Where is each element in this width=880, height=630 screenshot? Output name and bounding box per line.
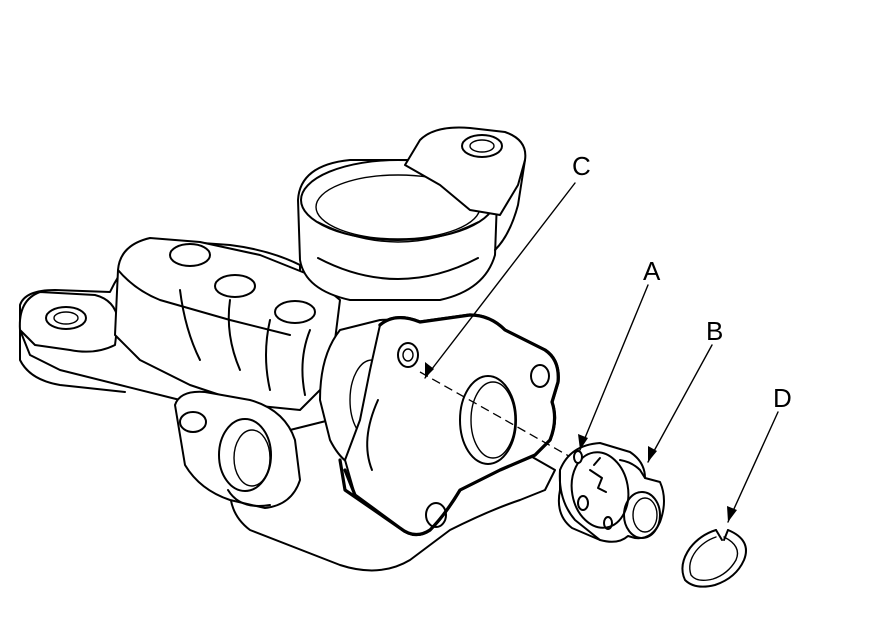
end-cover — [338, 313, 560, 537]
leader-c — [424, 182, 576, 379]
assembly-axis — [419, 371, 591, 469]
callout-label-a: A — [643, 256, 661, 286]
callout-label-b: B — [706, 316, 723, 346]
leader-a — [579, 284, 649, 451]
arrowhead-b — [648, 446, 657, 462]
valve-body — [557, 442, 665, 543]
arrowhead-a — [578, 434, 588, 450]
arrowhead-c — [425, 362, 434, 378]
leader-d — [727, 411, 779, 523]
arrowhead-d — [727, 506, 737, 522]
o-ring — [573, 450, 583, 464]
snap-ring — [681, 529, 747, 588]
callout-label-c: C — [572, 151, 591, 181]
callout-label-d: D — [773, 383, 792, 413]
leader-b — [647, 344, 713, 463]
callout-leaders — [424, 182, 779, 523]
